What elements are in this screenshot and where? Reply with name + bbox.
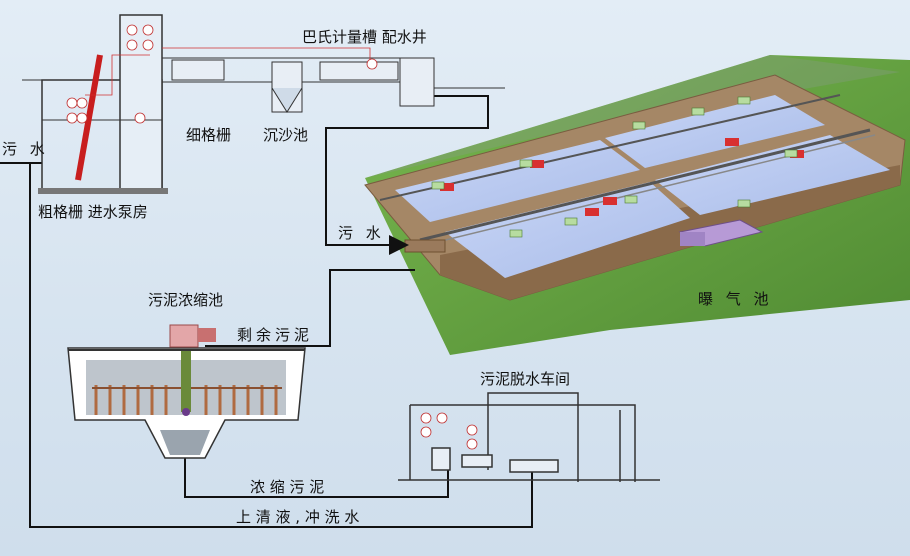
thickener-drive-motor	[169, 324, 199, 348]
gauge	[76, 97, 88, 109]
aeration-site	[364, 55, 910, 355]
walkway-2	[419, 128, 871, 242]
label-aeration-tank: 曝 气 池	[698, 290, 773, 308]
tag	[519, 159, 533, 168]
center-hub	[182, 408, 190, 416]
tag	[624, 195, 638, 204]
pump-house-tower	[119, 14, 163, 191]
pipe-to-aeration	[325, 95, 489, 255]
thickener-drive-box	[198, 328, 216, 342]
aerator	[440, 183, 454, 191]
gauge	[436, 412, 448, 424]
aerator	[530, 160, 544, 168]
inlet-channel	[404, 239, 446, 253]
label-excess-sludge: 剩余污泥	[237, 326, 314, 344]
process-pipes	[0, 95, 533, 528]
label-sewage-inflow: 污 水	[2, 140, 49, 158]
gauge	[466, 424, 478, 436]
tag	[431, 181, 445, 190]
pretreatment-train	[162, 47, 505, 113]
gauge	[420, 412, 432, 424]
walkway-1	[379, 94, 841, 201]
grit-hopper	[271, 87, 303, 113]
gauge	[466, 438, 478, 450]
red-signal-lines	[85, 54, 150, 96]
aerator	[725, 138, 739, 146]
gauge	[420, 426, 432, 438]
tag	[784, 149, 798, 158]
instrument-circles	[66, 24, 154, 124]
coarse-screen-pump-house	[22, 14, 168, 194]
dewatering-machine	[509, 459, 559, 473]
pipe-supernatant	[29, 163, 533, 528]
dewatering-gauges	[420, 412, 478, 450]
gauge	[126, 24, 138, 36]
pipe-thickened-sludge	[184, 458, 449, 498]
gauge	[126, 39, 138, 51]
pump-house-base	[38, 188, 168, 194]
tag	[564, 217, 578, 226]
center-shaft	[181, 350, 191, 412]
dewatering-building	[398, 392, 660, 482]
fine-screen-unit	[171, 59, 225, 81]
sludge-hopper	[461, 454, 493, 468]
gauge	[134, 112, 146, 124]
gauge	[142, 39, 154, 51]
aerator	[603, 197, 617, 205]
tag	[691, 107, 705, 116]
gauge	[66, 97, 78, 109]
tag	[737, 96, 751, 105]
gauge	[76, 112, 88, 124]
label-sewage-to-aeration: 污 水	[338, 224, 385, 242]
label-grit-tank: 沉沙池	[263, 126, 309, 144]
label-supernatant-flush-water: 上 清 液 , 冲 洗 水	[236, 508, 360, 526]
instrument-tags-green	[431, 96, 798, 238]
label-coarse-screen-pump-house: 粗格栅 进水泵房	[38, 203, 148, 221]
parshall-flume	[319, 61, 399, 81]
basin-upper-right	[605, 95, 825, 168]
basin-upper-left	[395, 140, 640, 222]
building-outline	[409, 392, 636, 482]
dosing-tank	[431, 447, 451, 471]
tag	[737, 199, 751, 208]
flow-gauge	[366, 58, 378, 70]
coarse-screen-rake	[75, 54, 103, 181]
tag	[632, 121, 646, 130]
thickener-cone	[160, 430, 210, 455]
label-thickened-sludge: 浓 缩 污 泥	[250, 478, 325, 496]
label-fine-screen: 细格栅	[186, 126, 232, 144]
scraper-pickets	[94, 385, 278, 415]
pipe-excess-sludge	[205, 269, 415, 347]
blower-house-front	[680, 232, 705, 246]
aerator	[585, 208, 599, 216]
gauge	[66, 112, 78, 124]
basin-lower-right	[655, 135, 890, 215]
red-signal-lines-top	[162, 47, 371, 60]
distribution-well	[399, 57, 435, 107]
tag	[509, 229, 523, 238]
basin-lower-left	[445, 182, 690, 278]
gauge	[142, 24, 154, 36]
label-dewatering-room: 污泥脱水车间	[480, 370, 571, 388]
sludge-thickener	[67, 324, 306, 459]
aeration-tank-front-wall	[440, 165, 900, 300]
label-sludge-thickener: 污泥浓缩池	[148, 291, 224, 309]
label-parshall-distribution: 巴氏计量槽 配水井	[302, 28, 427, 46]
